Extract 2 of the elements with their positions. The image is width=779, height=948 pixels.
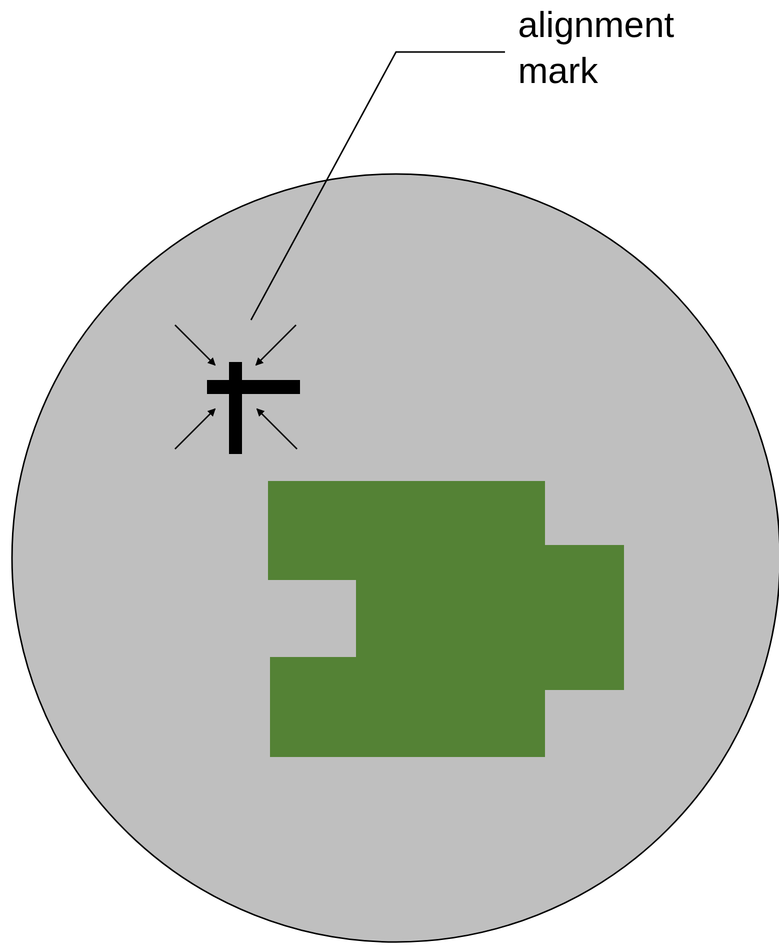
leader-line — [250, 51, 505, 320]
callout-label: alignment mark — [505, 2, 720, 94]
